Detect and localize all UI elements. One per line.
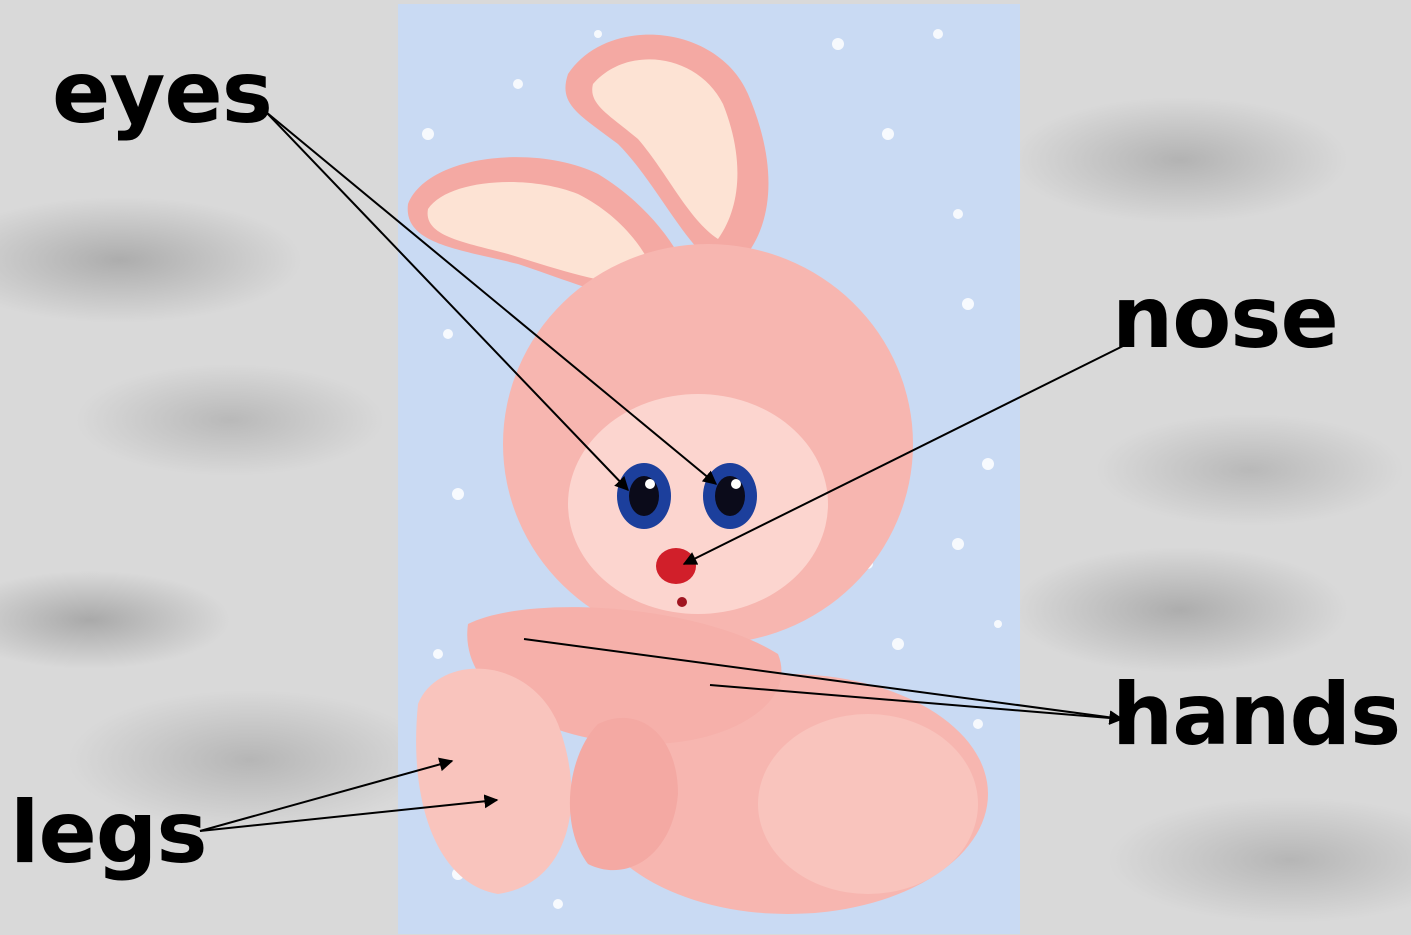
leader-legs-1 bbox=[200, 761, 452, 831]
leader-legs-2 bbox=[200, 800, 497, 831]
leader-nose bbox=[684, 345, 1125, 564]
leader-hands-2 bbox=[710, 685, 1122, 719]
leader-hands-1 bbox=[524, 639, 1122, 719]
leader-eyes-left bbox=[266, 112, 628, 490]
leader-eyes-right bbox=[266, 112, 716, 484]
